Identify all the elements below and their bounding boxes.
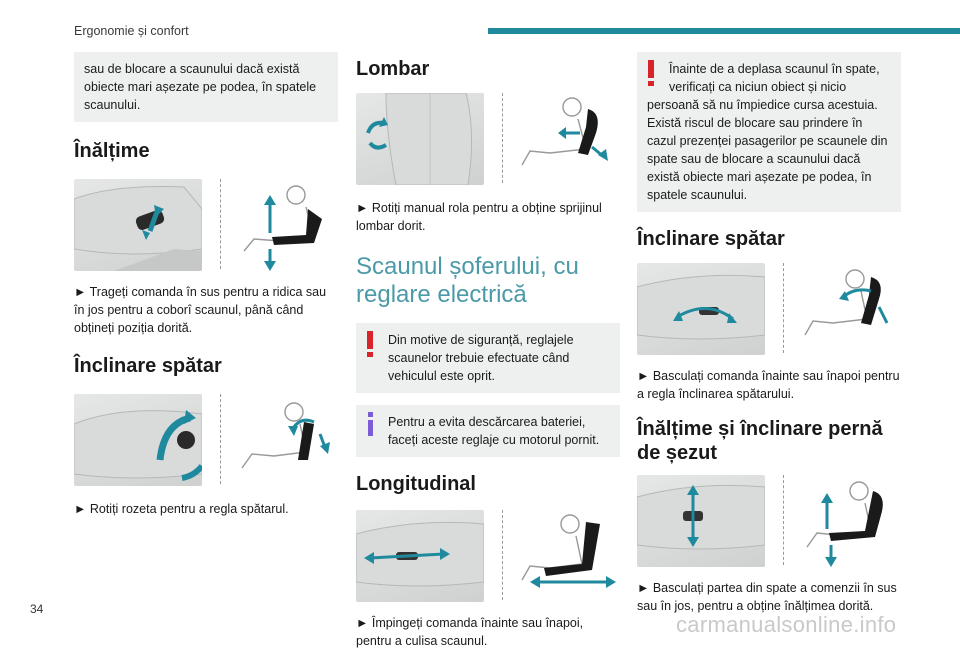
- recline-text-1: ► Rotiți rozeta pentru a regla spătarul.: [74, 502, 289, 516]
- seat-side-photo: [74, 179, 202, 271]
- height-text: ► Trageți comanda în sus pentru a ridica…: [74, 285, 327, 335]
- warning-text: Din motive de siguranță, reglajele scaun…: [388, 333, 574, 383]
- recline-heading-1: Înclinare spătar: [74, 355, 222, 377]
- cushion-switch-photo: [637, 475, 765, 567]
- lumbar-text: ► Rotiți manual rola pentru a obține spr…: [356, 201, 602, 233]
- exclamation-icon: [648, 60, 654, 86]
- recline-electric-illustration: [637, 263, 901, 355]
- recline-illustration: [74, 394, 338, 486]
- section-title: Ergonomie și confort: [74, 24, 189, 38]
- seat-height-pictogram: [234, 179, 334, 271]
- divider: [502, 93, 504, 183]
- backrest-pictogram: [234, 394, 334, 486]
- seat-knob-photo: [74, 394, 202, 486]
- lumbar-photo: [356, 93, 484, 185]
- page-number: 34: [30, 602, 44, 616]
- recline-switch-photo: [637, 263, 765, 355]
- column-3: Înainte de a deplasa scaunul în spate, v…: [637, 52, 901, 615]
- divider: [220, 394, 222, 484]
- cushion-pictogram: [797, 475, 897, 567]
- info-note: Pentru a evita descărcarea bateriei, fac…: [356, 405, 620, 457]
- recline-heading-2: Înclinare spătar: [637, 228, 785, 250]
- lumbar-illustration: [356, 93, 620, 185]
- recline-text-2: ► Basculați comanda înainte sau înapoi p…: [637, 369, 900, 401]
- column-1: sau de blocare a scaunului dacă există o…: [74, 52, 338, 518]
- note-text: sau de blocare a scaunului dacă există o…: [84, 62, 317, 112]
- height-heading: Înălțime: [74, 140, 150, 162]
- warning-text-first: Înainte de a deplasa scaunul în spate, v…: [669, 62, 880, 94]
- longitudinal-heading: Longitudinal: [356, 473, 476, 495]
- info-text: Pentru a evita descărcarea bateriei, fac…: [388, 415, 600, 447]
- exclamation-icon: [367, 331, 373, 357]
- longitudinal-illustration: [356, 510, 620, 602]
- cushion-illustration: [637, 475, 901, 567]
- lumbar-heading: Lombar: [356, 58, 430, 80]
- divider: [502, 510, 504, 600]
- electric-seat-heading: Scaunul șoferului, cu reglare electrică: [356, 253, 579, 308]
- seat-switch-photo: [356, 510, 484, 602]
- divider: [783, 475, 785, 565]
- info-icon: [368, 412, 373, 436]
- warning-text-rest: persoană să nu împiedice cursa acestuia.…: [647, 98, 888, 202]
- warning-note-rear: Înainte de a deplasa scaunul în spate, v…: [637, 52, 901, 212]
- lumbar-pictogram: [516, 93, 616, 185]
- warning-note-continued: sau de blocare a scaunului dacă există o…: [74, 52, 338, 122]
- recline-electric-pictogram: [797, 263, 897, 355]
- cushion-heading: Înălțime și înclinare pernă de șezut: [637, 418, 883, 464]
- cushion-text: ► Basculați partea din spate a comenzii …: [637, 581, 897, 613]
- warning-note: Din motive de siguranță, reglajele scaun…: [356, 323, 620, 393]
- height-illustration: [74, 179, 338, 271]
- longitudinal-text: ► Împingeți comanda înainte sau înapoi, …: [356, 616, 584, 648]
- divider: [783, 263, 785, 353]
- column-2: Lombar ► Rotiți manual rola p: [356, 52, 620, 650]
- header-accent-bar: [488, 28, 960, 34]
- watermark: carmanualsonline.info: [676, 612, 897, 637]
- longitudinal-pictogram: [516, 510, 616, 602]
- divider: [220, 179, 222, 269]
